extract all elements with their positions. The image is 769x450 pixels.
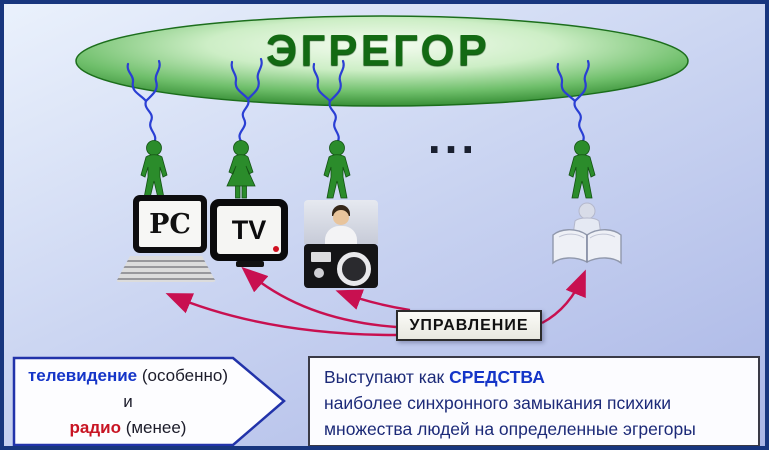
tendril-line [144, 99, 157, 145]
tendril-line [573, 99, 585, 145]
control-arrows [165, 266, 586, 337]
means-line-1: Выступают как СРЕДСТВА [324, 364, 744, 390]
radio-suffix: (менее) [120, 418, 187, 437]
tv-radio-note-box: телевидение (особенно) и радио (менее) [12, 356, 288, 446]
boombox-radio [304, 244, 378, 288]
listener-shirt [325, 226, 357, 244]
person-figures [140, 140, 596, 199]
tendril-line [126, 62, 148, 103]
ellipsis-text: ... [427, 111, 479, 163]
tendril-line [573, 59, 590, 103]
boombox-knob [314, 268, 324, 278]
control-label: УПРАВЛЕНИЕ [409, 316, 529, 334]
control-arrow-tv [241, 266, 397, 329]
radio-word: радио [69, 418, 121, 437]
tendril-line [556, 62, 577, 103]
means-emphasis: СРЕДСТВА [449, 367, 545, 387]
tv-label: TV [231, 214, 267, 245]
means-line1-prefix: Выступают как [324, 367, 450, 387]
tv-radio-note-text: телевидение (особенно) и радио (менее) [12, 363, 244, 441]
note-line-and: и [123, 392, 133, 411]
tendril-line [328, 59, 345, 103]
person-figure-3 [323, 140, 351, 199]
open-book [552, 229, 622, 265]
tv-stand [236, 261, 264, 267]
television-word: телевидение [27, 366, 138, 385]
control-label-box: УПРАВЛЕНИЕ [396, 310, 542, 341]
tendril-line [238, 97, 250, 143]
boombox-display [311, 252, 331, 262]
note-line-radio: радио (менее) [12, 415, 244, 441]
person-figure-4 [568, 140, 596, 199]
radio-listener-photo [304, 200, 378, 244]
pc-monitor: PC [133, 195, 207, 253]
tendril-line [246, 57, 263, 101]
egregor-ellipse [75, 15, 689, 107]
control-arrow-radio [335, 289, 411, 312]
tendril-line [328, 99, 340, 145]
tendril-line [144, 59, 161, 103]
control-arrow-pc [165, 293, 397, 337]
television-suffix: (особенно) [137, 366, 229, 385]
radio-person [304, 200, 378, 288]
tv-indicator-light [273, 246, 279, 252]
tv-screen: TV [217, 206, 281, 254]
means-note-box: Выступают как СРЕДСТВА наиболее синхронн… [308, 356, 760, 446]
control-arrow-book [541, 269, 586, 325]
listener-face [333, 210, 349, 225]
tv-set: TV [210, 199, 288, 261]
person-figure-1 [140, 140, 168, 199]
pc-label: PC [149, 208, 191, 240]
egregor-title: ЭГРЕГОР [266, 26, 490, 75]
means-line-2: наиболее синхронного замыкания психики [324, 393, 672, 413]
scene-graphics [75, 15, 689, 337]
pc-screen: PC [139, 201, 201, 247]
pc-keyboard [116, 256, 216, 282]
note-arrow-shape [12, 356, 286, 446]
boombox-speaker [337, 252, 371, 286]
means-line-3: множества людей на определенные эгрегоры [324, 419, 696, 439]
tendril-line [312, 62, 332, 103]
note-line-television: телевидение (особенно) [12, 363, 244, 389]
tendril-lines [126, 57, 590, 145]
person-figure-2-female [226, 140, 256, 199]
tendril-line [230, 60, 250, 101]
